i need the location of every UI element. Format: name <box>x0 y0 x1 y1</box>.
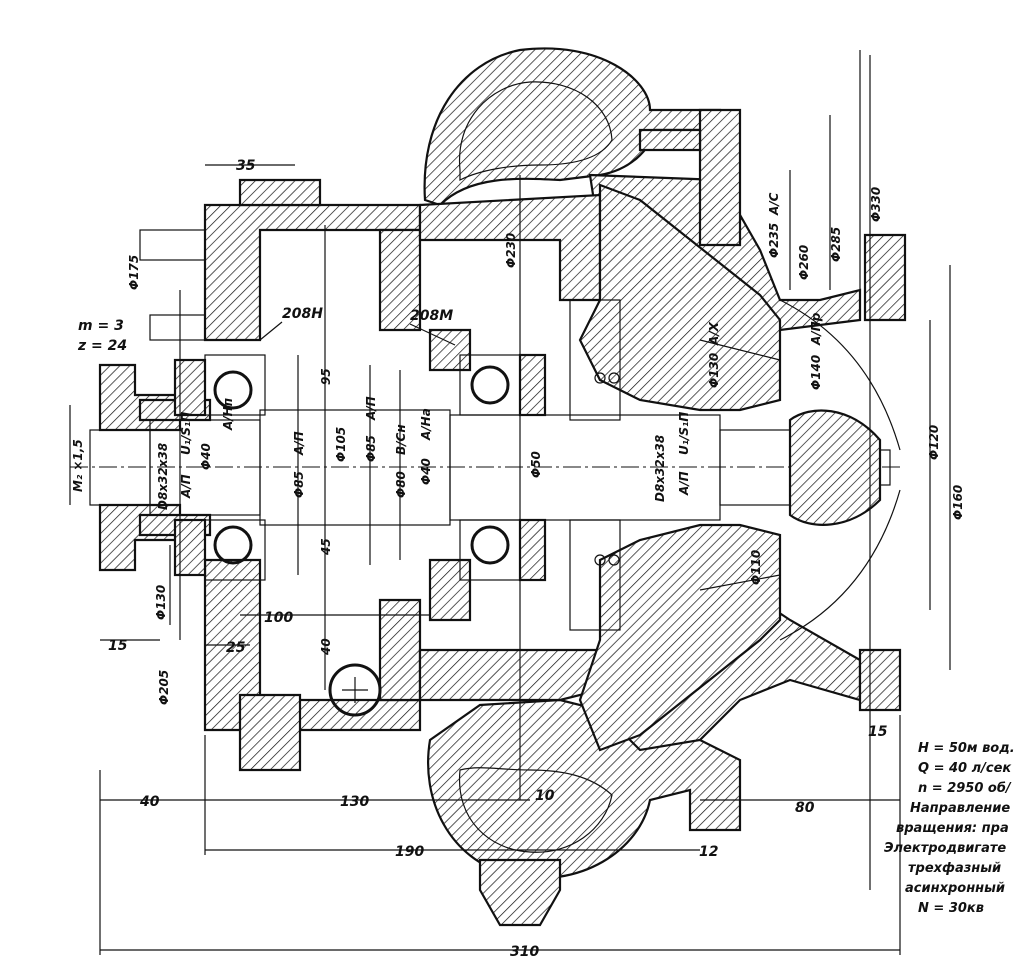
dim-25: 25 <box>226 640 246 656</box>
dim-15-left: 15 <box>108 638 128 654</box>
fit-a-na: A/Hа <box>419 408 433 441</box>
thread-label: M₂ ×1,5 <box>71 439 85 492</box>
dim-40-left: Φ40 <box>199 443 213 470</box>
dim-130-lower: Φ130 <box>154 585 168 620</box>
dim-80: 80 <box>795 800 815 816</box>
dim-12: 12 <box>699 844 718 860</box>
fit-u1-s1p-left: U₁/S₁П <box>179 412 193 455</box>
dim-235: Φ235 <box>767 223 781 258</box>
spline-right: D8x32x38 <box>653 435 667 502</box>
fit-a-p-left: A/П <box>179 474 193 499</box>
dim-85-left: Φ85 <box>292 471 306 498</box>
suction-nozzle <box>779 233 907 712</box>
bearing-left-label: 208Н <box>282 306 323 322</box>
dim-10: 10 <box>535 788 555 804</box>
dim-330: Φ330 <box>869 187 883 222</box>
dim-120: Φ120 <box>927 425 941 460</box>
dim-130-upper: Φ130 <box>707 353 721 388</box>
note-line-7: трехфазный <box>908 861 1001 876</box>
fit-a-p-right: A/П <box>677 471 691 496</box>
pump-shaft <box>70 409 900 526</box>
dimension-lines <box>69 50 951 955</box>
note-line-8: асинхронный <box>905 881 1005 896</box>
dim-35: 35 <box>236 158 256 174</box>
dim-105: Φ105 <box>334 427 348 462</box>
dim-85-mid: Φ85 <box>364 435 378 462</box>
dim-205: Φ205 <box>157 670 171 705</box>
dim-40-horizontal: 40 <box>139 794 160 810</box>
drain-plug <box>328 663 382 717</box>
fit-a-p-85: A/П <box>292 431 306 456</box>
dim-40-right: Φ40 <box>419 458 433 485</box>
gear-module-label: m = 3 <box>78 318 124 334</box>
dim-260: Φ260 <box>797 245 811 280</box>
fit-a-pr: A/Пр <box>809 312 823 346</box>
note-line-3: n = 2950 об/ <box>918 781 1012 796</box>
dim-175: Φ175 <box>127 255 141 290</box>
dim-80: Φ80 <box>394 471 408 498</box>
dim-230: Φ230 <box>504 233 518 268</box>
bearing-right <box>459 353 547 582</box>
bearing-housing <box>203 178 602 772</box>
note-line-2: Q = 40 л/сек <box>918 761 1012 776</box>
spline-left: D8x32x38 <box>156 443 170 510</box>
fit-a-hn: A/Hп <box>221 398 235 431</box>
fit-a-x: A/X <box>707 321 721 346</box>
dim-310: 310 <box>510 944 539 960</box>
note-line-5: вращения: пра <box>896 821 1009 836</box>
dim-160: Φ160 <box>951 485 965 520</box>
fit-labels: A/П U₁/S₁П A/Hп A/П A/П B/Cн A/Hа A/C A/… <box>179 192 823 499</box>
dim-40-vertical: 40 <box>319 638 333 656</box>
dim-95: 95 <box>319 368 333 385</box>
fit-a-c: A/C <box>767 192 781 216</box>
fit-b-ch: B/Cн <box>394 424 408 455</box>
impeller <box>578 183 782 752</box>
dim-190: 190 <box>395 844 424 860</box>
dim-130-horizontal: 130 <box>340 794 369 810</box>
note-line-4: Направление <box>910 801 1010 816</box>
fit-u1-s1p-right: U₁/S₁П <box>677 412 691 455</box>
dim-140: Φ140 <box>809 355 823 390</box>
dim-15-right: 15 <box>868 724 888 740</box>
dimension-labels: 35 Φ175 95 45 40 Φ105 Φ85 Φ85 Φ80 Φ40 Φ4… <box>71 158 965 960</box>
bearing-right-label: 208М <box>410 308 453 324</box>
note-line-1: H = 50м вод. <box>918 741 1015 756</box>
dim-50: Φ50 <box>529 451 543 478</box>
spec-notes: H = 50м вод. Q = 40 л/сек n = 2950 об/ Н… <box>884 741 1015 916</box>
note-line-9: N = 30кв <box>918 901 984 916</box>
seal-assembly <box>569 299 621 631</box>
note-line-6: Электродвигате <box>884 841 1006 856</box>
dim-45: 45 <box>319 538 333 556</box>
fit-a-p-85-mid: A/П <box>364 396 378 421</box>
dim-100: 100 <box>264 610 293 626</box>
dim-285: Φ285 <box>829 227 843 262</box>
gear-teeth-label: z = 24 <box>77 338 127 354</box>
dim-110: Φ110 <box>749 550 763 585</box>
callouts: m = 3 z = 24 208Н 208М <box>77 306 456 354</box>
